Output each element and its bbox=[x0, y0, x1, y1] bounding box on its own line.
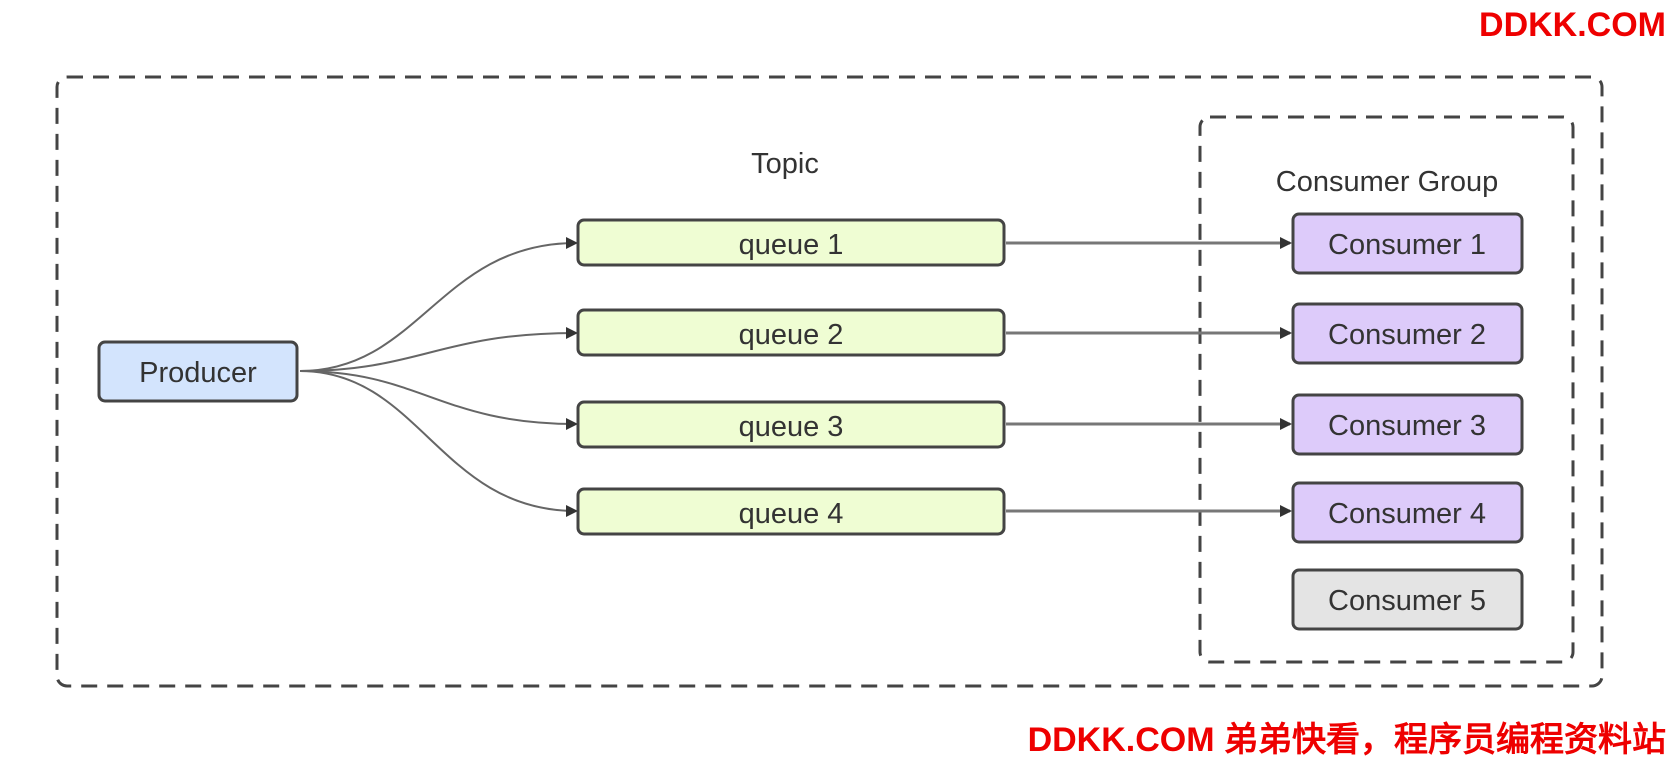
consumer-label: Consumer 3 bbox=[1328, 410, 1486, 442]
queue-node: queue 4 bbox=[576, 487, 1006, 536]
consumer-node: Consumer 2 bbox=[1291, 302, 1524, 365]
idle-consumer-node: Consumer 5 bbox=[1291, 568, 1524, 631]
consumer-group-frame bbox=[1198, 115, 1575, 664]
queue-label: queue 3 bbox=[739, 411, 844, 443]
watermark-top: DDKK.COM bbox=[1479, 6, 1666, 44]
topic-frame bbox=[55, 75, 1604, 688]
queue-node: queue 1 bbox=[576, 218, 1006, 267]
producer-to-queue-3-arrow bbox=[299, 370, 578, 430]
consumer-label: Consumer 5 bbox=[1328, 585, 1486, 617]
consumer-group-label: Consumer Group bbox=[1276, 166, 1498, 198]
producer-to-queue-1-arrow bbox=[299, 237, 578, 372]
consumer-label: Consumer 2 bbox=[1328, 319, 1486, 351]
queue-label: queue 2 bbox=[739, 319, 844, 351]
topic-label: Topic bbox=[751, 148, 819, 180]
consumer-node: Consumer 4 bbox=[1291, 481, 1524, 544]
consumer-label: Consumer 1 bbox=[1328, 229, 1486, 261]
consumer-label: Consumer 4 bbox=[1328, 498, 1486, 530]
producer-to-queue-2-arrow bbox=[299, 327, 578, 372]
watermark-bottom: DDKK.COM 弟弟快看，程序员编程资料站 bbox=[1027, 721, 1666, 759]
queue-node: queue 2 bbox=[576, 308, 1006, 357]
queue-label: queue 1 bbox=[739, 229, 844, 261]
producer-to-queue-4-arrow bbox=[299, 370, 578, 517]
consumer-node: Consumer 3 bbox=[1291, 393, 1524, 456]
producer-node: Producer bbox=[97, 340, 299, 403]
producer-label: Producer bbox=[139, 357, 257, 389]
queue-node: queue 3 bbox=[576, 400, 1006, 449]
queue-label: queue 4 bbox=[739, 498, 844, 530]
consumer-node: Consumer 1 bbox=[1291, 212, 1524, 275]
